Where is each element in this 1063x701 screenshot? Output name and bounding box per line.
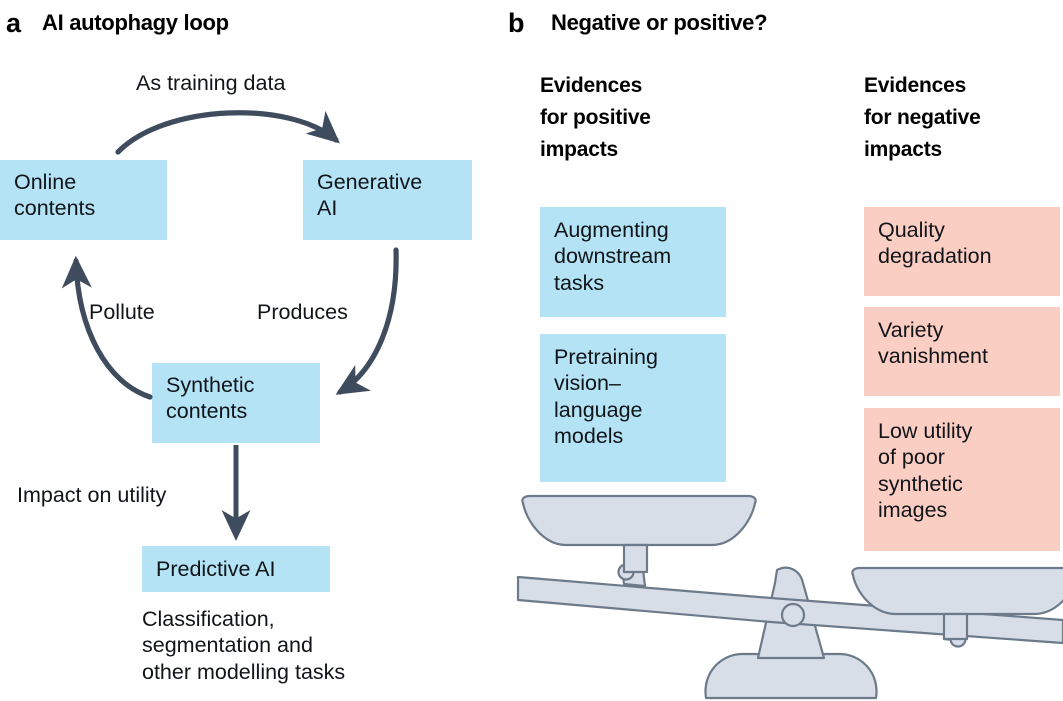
arrow-pollute	[61, 255, 153, 400]
panel-b-title: Negative or positive?	[551, 10, 768, 35]
evidence-negative-item-2: Variety vanishment	[864, 307, 1060, 396]
arrow-produces	[335, 247, 399, 395]
panel-b-letter: b	[508, 8, 525, 38]
node-generative-ai: Generative AI	[303, 160, 472, 240]
evidence-positive-item-1: Augmenting downstream tasks	[540, 207, 726, 317]
panel-a-letter: a	[6, 8, 21, 38]
arrow-as-training-data	[115, 110, 340, 155]
node-online-contents-label: Online contents	[14, 170, 96, 221]
edge-label-produces: Produces	[257, 300, 348, 324]
evidence-negative-item-3: Low utility of poor synthetic images	[864, 408, 1060, 551]
evidence-positive-item-2: Pretraining vision– language models	[540, 334, 726, 482]
evidence-negative-item-1-label: Quality degradation	[878, 218, 992, 269]
column-heading-positive: Evidences for positive impacts	[540, 74, 651, 161]
column-heading-negative: Evidences for negative impacts	[864, 74, 981, 161]
edge-label-impact-on-utility: Impact on utility	[17, 483, 167, 507]
node-predictive-ai: Predictive AI	[142, 546, 330, 592]
evidence-negative-item-3-label: Low utility of poor synthetic images	[878, 419, 973, 523]
node-synthetic-contents-label: Synthetic contents	[166, 373, 255, 424]
node-predictive-ai-label: Predictive AI	[156, 557, 276, 581]
evidence-negative-item-2-label: Variety vanishment	[878, 318, 988, 369]
evidence-positive-item-1-label: Augmenting downstream tasks	[554, 218, 672, 295]
evidence-positive-item-2-label: Pretraining vision– language models	[554, 345, 658, 449]
panel-a-caption: Classification, segmentation and other m…	[142, 607, 346, 684]
node-generative-ai-label: Generative AI	[317, 170, 423, 221]
node-synthetic-contents: Synthetic contents	[152, 363, 320, 443]
node-online-contents: Online contents	[0, 160, 167, 240]
evidence-negative-item-1: Quality degradation	[864, 207, 1060, 296]
edge-label-as-training-data: As training data	[136, 71, 286, 95]
edge-label-pollute: Pollute	[89, 300, 155, 324]
panel-a-title: AI autophagy loop	[42, 10, 229, 35]
